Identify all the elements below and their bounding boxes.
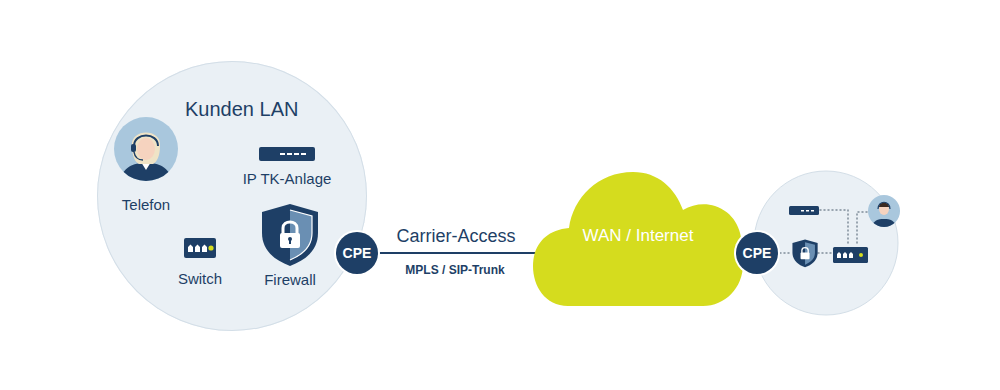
person-graphic	[113, 116, 179, 182]
remote-pbx-icon	[789, 206, 819, 215]
cpe-label: CPE	[343, 245, 372, 261]
device-label: Telefon	[122, 196, 170, 214]
tk-icon	[258, 146, 316, 162]
remote-person-icon	[868, 195, 900, 230]
device-label: Firewall	[264, 271, 316, 289]
person-icon	[113, 116, 179, 182]
cpe-circle: CPE	[736, 232, 778, 274]
link-label: Carrier-Access	[396, 225, 515, 247]
firewall-node: Firewall	[261, 203, 319, 289]
shield-graphic	[261, 203, 319, 267]
lan-circle: Kunden LAN Telefon IP TK-AnlageSwitch Firew…	[97, 61, 367, 331]
link-type-label: MPLS / SIP-Trunk	[405, 263, 504, 277]
region-title: Kunden LAN	[185, 97, 298, 121]
shield-icon	[261, 203, 319, 267]
cpe-label: CPE	[743, 245, 772, 261]
cloud-label: WAN / Internet	[533, 226, 743, 246]
carrier-link	[378, 252, 535, 254]
pbx-node: IP TK-Anlage	[243, 146, 332, 188]
device-label: IP TK-Anlage	[243, 170, 332, 188]
device-label: Switch	[178, 270, 222, 288]
phone-user-node: Telefon	[113, 116, 179, 214]
tk-graphic	[258, 146, 316, 162]
wan-cloud: WAN / Internet	[533, 168, 743, 308]
sw-icon	[184, 238, 216, 258]
switch-node: Switch	[178, 238, 222, 288]
sw-graphic	[184, 238, 216, 258]
remote-firewall-icon	[792, 239, 817, 267]
cpe-circle: CPE	[336, 232, 378, 274]
remote-switch-icon	[833, 247, 868, 263]
